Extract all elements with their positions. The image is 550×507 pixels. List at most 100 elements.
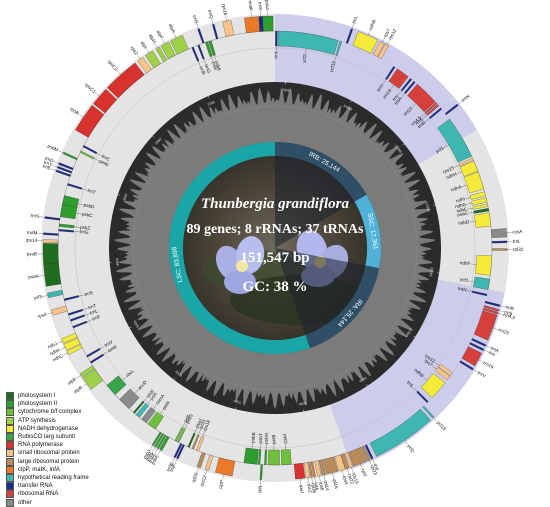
legend-label: RNA polymerase (18, 442, 63, 448)
legend-swatch (6, 482, 14, 490)
legend-item: large ribosomal protein (6, 458, 156, 466)
legend-label: transfer RNA (18, 483, 53, 489)
legend-item: cytochrome b/f complex (6, 408, 156, 416)
legend-swatch (6, 400, 14, 408)
gene-rpoA (294, 463, 305, 479)
gene-label-trnQ: trnQ (207, 9, 214, 19)
legend-label: NADH dehydrogenase (18, 426, 78, 432)
legend-label: small ribosomal protein (18, 450, 80, 456)
legend-swatch (6, 425, 14, 433)
gene-label-rpoA: rpoA (299, 484, 305, 493)
gene-label-atpF: atpF (156, 29, 165, 40)
legend-swatch (6, 433, 14, 441)
species-title: Thunbergia grandiflora (201, 196, 349, 212)
gene-label-psbH: psbH (264, 433, 269, 444)
legend-item: ATP synthesis (6, 417, 156, 425)
gene-label-trnI: trnI (273, 52, 278, 59)
gene-trnI (275, 31, 277, 46)
legend-label: large ribosomal protein (18, 459, 79, 465)
legend-item: small ribosomal protein (6, 449, 156, 457)
kb-tick-label: 150kb (280, 88, 290, 93)
gene-petD (281, 449, 291, 464)
gene-label-rps16: rps16 (221, 3, 228, 16)
legend-item: hypothetical reading frame (6, 474, 156, 482)
gene-label-rpl16: rpl16 (332, 478, 339, 490)
legend-label: clpP, matK, infA (18, 467, 60, 473)
legend-swatch (6, 392, 14, 400)
gene-label-atpA: atpA (168, 23, 177, 35)
gene-label-psbA: psbA (265, 0, 270, 11)
legend-label: hypothetical reading frame (18, 475, 89, 481)
legend-item: NADH dehydrogenase (6, 425, 156, 433)
gene-label-petD: petD (283, 434, 289, 445)
gene-label-rpl2: rpl2 (360, 468, 368, 477)
gene-label-ycf2: ycf2 (406, 444, 415, 454)
gene-label-rrn23: rrn23 (498, 327, 510, 336)
legend-swatch (6, 466, 14, 474)
gene-ndhD (474, 213, 491, 228)
gene-label-ndhB: ndhB (368, 19, 377, 31)
gene-label-rpl32: rpl32 (513, 247, 524, 252)
legend-swatch (6, 474, 14, 482)
legend-swatch (6, 499, 14, 507)
legend-item: clpP, matK, infA (6, 466, 156, 474)
gene-label-psaB: psaB (27, 251, 38, 256)
gene-psbB (244, 448, 259, 464)
gene-label-rps12: rps12 (199, 474, 207, 487)
gene-psaB (43, 243, 59, 264)
gene-label-clpP: clpP (218, 480, 225, 490)
legend-swatch (6, 490, 14, 498)
gene-label-rpoB: rpoB (69, 106, 80, 116)
legend-label: other (18, 500, 32, 506)
gene-trnL (492, 241, 507, 243)
gene-matK (244, 17, 259, 33)
gene-label-trnL: trnL (351, 15, 358, 25)
gene-label-trnL: trnL (513, 239, 521, 244)
gene-label-trnS: trnS (30, 213, 39, 219)
kb-tick-label: 40kb (115, 258, 120, 266)
legend-swatch (6, 441, 14, 449)
gene-label-rps4: rps4 (37, 312, 47, 319)
legend-swatch (6, 458, 14, 466)
gene-label-trnN: trnN (461, 94, 471, 103)
legend-item: photosystem I (6, 392, 156, 400)
gene-label-ycf15: ycf15 (436, 420, 447, 432)
gene-label-rps2: rps2 (130, 45, 140, 56)
gene-label-ycf3: ycf3 (33, 294, 43, 301)
gene-label-atpI: atpI (140, 40, 148, 49)
legend-item: ribosomal RNA (6, 490, 156, 498)
gene-psaA (44, 263, 61, 286)
gene-label-matK: matK (248, 0, 254, 12)
gene-petB (268, 450, 280, 465)
legend-item: photosystem II (6, 400, 156, 408)
gc-content-label: GC: 38 % (243, 279, 308, 295)
gene-rps14 (43, 239, 58, 242)
legend-swatch (6, 408, 14, 416)
gene-label-psbM: psbM (47, 143, 59, 152)
gene-label-trnK: trnK (257, 2, 263, 12)
legend-item: RNA polymerase (6, 441, 156, 449)
genome-size: 151,547 bp (240, 250, 309, 266)
gene-label-rps14: rps14 (26, 238, 38, 243)
gene-label-atpH: atpH (148, 33, 157, 44)
gene-label-atpE: atpE (67, 376, 78, 385)
gene-summary: 89 genes; 8 rRNAs; 37 tRNAs (187, 222, 364, 237)
legend-swatch (6, 449, 14, 457)
gene-label-rrn16: rrn16 (483, 360, 495, 370)
gene-ccsA (491, 228, 507, 237)
gene-rpl32 (492, 249, 507, 251)
gene-ndhF (475, 255, 491, 275)
legend-label: photosystem II (18, 401, 57, 407)
gene-label-psbN: psbN (257, 485, 263, 493)
legend-item: RubisCO larg subunit (6, 433, 156, 441)
legend-swatch (6, 417, 14, 425)
gene-label-petB: petB (271, 435, 276, 444)
legend-label: photosystem I (18, 393, 55, 399)
gene-label-trnfM: trnfM (27, 230, 38, 236)
gene-label-rpl20: rpl20 (191, 471, 199, 483)
legend-label: RubisCO larg subunit (18, 434, 75, 440)
gene-label-psaA: psaA (28, 273, 40, 279)
gene-label-trnG: trnG (79, 229, 89, 235)
legend-label: ribosomal RNA (18, 491, 58, 497)
